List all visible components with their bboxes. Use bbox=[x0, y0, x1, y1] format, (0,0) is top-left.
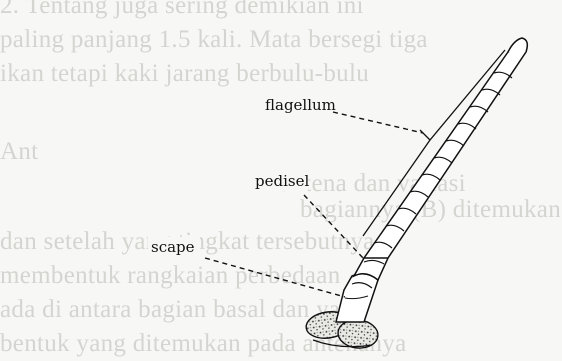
scape-label: scape bbox=[151, 238, 195, 256]
flagellum-bracket bbox=[363, 50, 505, 236]
flagellum-label: flagellum bbox=[265, 96, 336, 114]
scape-segment bbox=[336, 274, 378, 322]
flagellum-segments bbox=[364, 38, 527, 258]
pedisel-label: pedisel bbox=[255, 172, 309, 190]
flagellum-leader-line bbox=[333, 112, 423, 133]
scape-leader-line bbox=[205, 258, 345, 297]
pedisel-leader-line bbox=[304, 195, 363, 258]
